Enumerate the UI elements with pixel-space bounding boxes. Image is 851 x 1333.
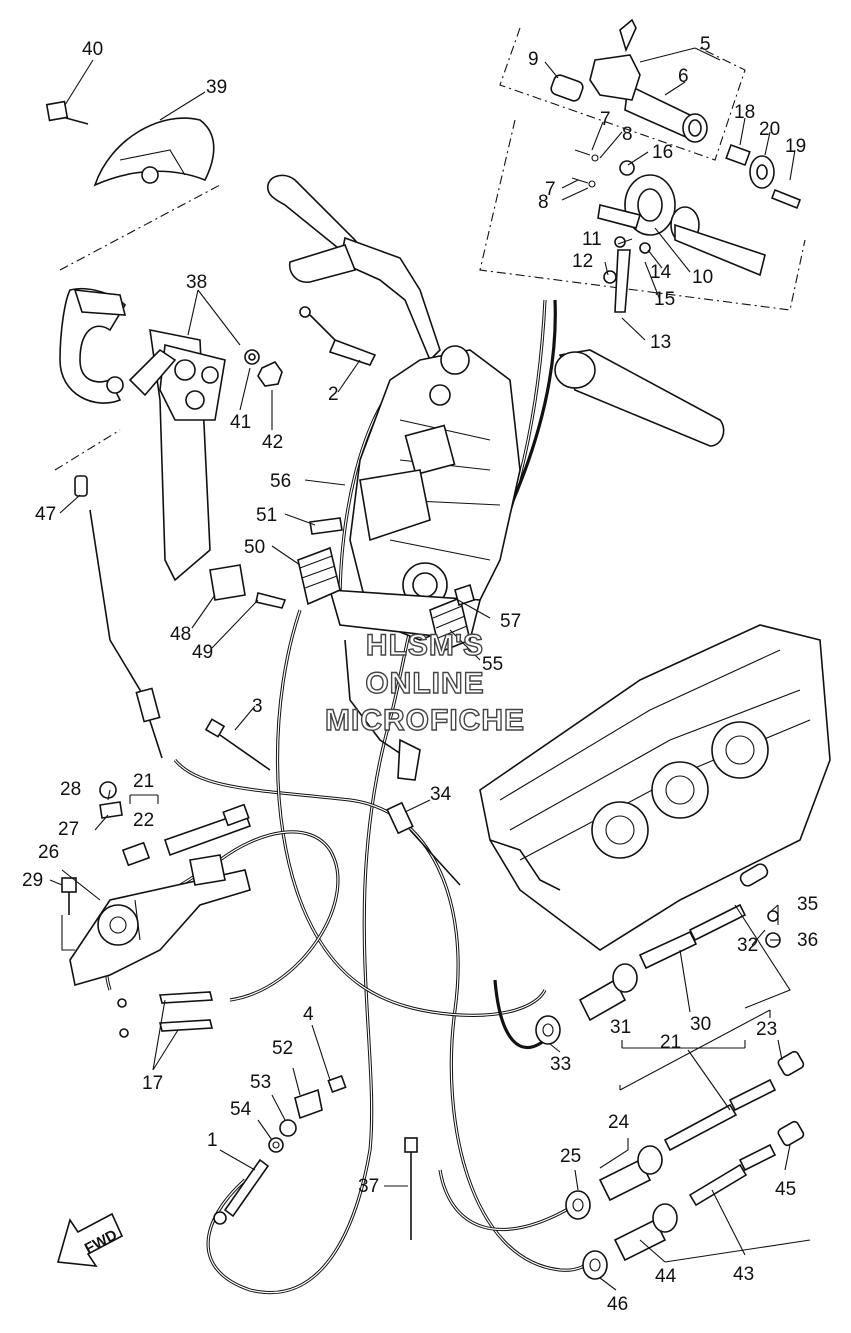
callout-25: 25 [560, 1146, 581, 1167]
callout-39: 39 [206, 77, 227, 98]
callout-57: 57 [500, 611, 521, 632]
callout-19: 19 [785, 136, 806, 157]
callout-32: 32 [737, 935, 758, 956]
callout-38: 38 [186, 272, 207, 293]
callout-52: 52 [272, 1038, 293, 1059]
callout-6: 6 [678, 66, 689, 87]
lower-cable-parts [61, 306, 805, 1280]
callout-22: 22 [133, 810, 154, 831]
callout-20: 20 [759, 119, 780, 140]
callout-7a: 7 [600, 109, 611, 130]
callout-49: 49 [192, 642, 213, 663]
callout-18: 18 [734, 102, 755, 123]
callout-50: 50 [244, 537, 265, 558]
callout-21a: 21 [133, 771, 154, 792]
engine-block [397, 624, 831, 951]
leader-lines [49, 47, 811, 1291]
callout-35: 35 [797, 894, 818, 915]
callout-8a: 8 [622, 124, 633, 145]
callout-46: 46 [607, 1294, 628, 1315]
callout-17: 17 [142, 1073, 163, 1094]
callout-29: 29 [22, 870, 43, 891]
callout-4: 4 [303, 1004, 314, 1025]
watermark: HLSM'S ONLINE MICROFICHE [324, 628, 525, 737]
callout-40: 40 [82, 39, 103, 60]
callout-53: 53 [250, 1072, 271, 1093]
callout-27: 27 [58, 819, 79, 840]
callout-48: 48 [170, 624, 191, 645]
callout-14: 14 [650, 262, 672, 283]
callout-43: 43 [733, 1264, 754, 1285]
callout-9: 9 [528, 49, 539, 70]
watermark-line-2: ONLINE [365, 667, 484, 700]
callout-37: 37 [358, 1176, 379, 1197]
callout-55: 55 [482, 654, 503, 675]
callout-21b: 21 [660, 1032, 681, 1053]
callout-labels: 40 39 38 41 42 47 48 49 5 6 9 18 20 19 7… [22, 34, 818, 1315]
watermark-line-3: MICROFICHE [325, 704, 525, 737]
callout-31: 31 [610, 1017, 631, 1038]
callout-44: 44 [655, 1266, 677, 1287]
forward-direction-arrow: FWD [56, 1212, 124, 1267]
callout-51: 51 [256, 505, 277, 526]
callout-1: 1 [207, 1130, 218, 1151]
callout-47: 47 [35, 504, 56, 525]
watermark-line-1: HLSM'S [366, 629, 484, 662]
callout-23: 23 [756, 1019, 777, 1040]
callout-3: 3 [252, 696, 263, 717]
callout-26: 26 [38, 842, 59, 863]
callout-28: 28 [60, 779, 81, 800]
throttle-lever-assembly [45, 100, 287, 759]
callout-30: 30 [690, 1014, 711, 1035]
callout-12: 12 [572, 251, 593, 272]
callout-54: 54 [230, 1099, 252, 1120]
callout-41: 41 [230, 412, 251, 433]
callout-13: 13 [650, 332, 671, 353]
callout-34: 34 [430, 784, 452, 805]
callout-8b: 8 [538, 192, 549, 213]
callout-5: 5 [700, 34, 711, 55]
throttle-grip-parts [479, 18, 806, 313]
callout-36: 36 [797, 930, 818, 951]
callout-42: 42 [262, 432, 283, 453]
callout-56: 56 [270, 471, 291, 492]
callout-16: 16 [652, 142, 673, 163]
callout-10: 10 [692, 267, 713, 288]
callout-24: 24 [608, 1112, 630, 1133]
callout-7b: 7 [545, 179, 556, 200]
callout-33: 33 [550, 1054, 571, 1075]
callout-2: 2 [328, 384, 339, 405]
callout-11: 11 [582, 229, 602, 250]
callout-15: 15 [654, 289, 675, 310]
callout-45: 45 [775, 1179, 796, 1200]
handlebar-assembly [266, 174, 725, 761]
